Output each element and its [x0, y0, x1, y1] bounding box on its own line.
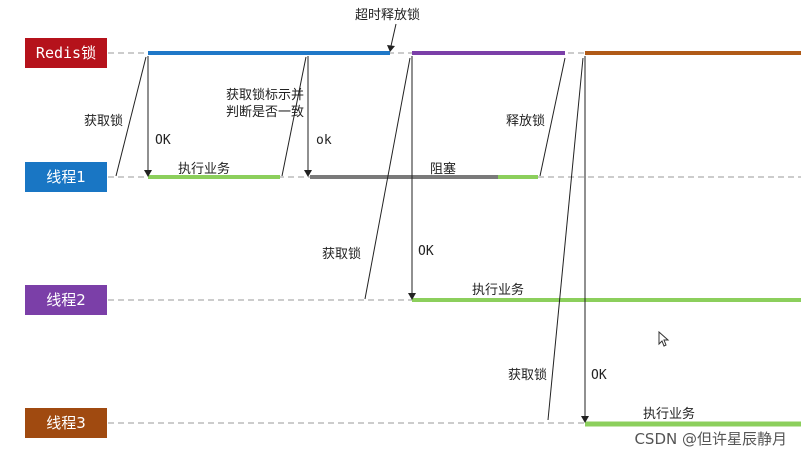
- thread2-execute-label: 执行业务: [472, 283, 525, 298]
- thread1-ok-lower-arrowhead: [304, 170, 312, 177]
- thread3-execute-label: 执行业务: [643, 407, 696, 422]
- thread2-ok-arrowhead: [408, 293, 416, 300]
- timeout-release-arrowhead: [387, 45, 395, 52]
- mouse-cursor-icon: [658, 331, 670, 347]
- thread3-ok-label: OK: [591, 368, 607, 383]
- thread3-acquire-label: 获取锁: [508, 368, 548, 383]
- thread2-acquire-arrow: [364, 57, 411, 300]
- timeout-release-arrow: [390, 23, 397, 47]
- thread1-acquire-label: 获取锁: [84, 114, 124, 129]
- thread2-tag: 线程2: [25, 285, 107, 315]
- thread1-ok-lower-label: ok: [316, 133, 332, 148]
- check-lock-id-label: 获取锁标示并判断是否一致: [226, 88, 305, 120]
- thread1-blocked-label: 阻塞: [430, 162, 457, 177]
- thread3-acquire-arrow: [547, 57, 584, 421]
- redis-lock-tag: Redis锁: [25, 38, 107, 68]
- timeout-release-label: 超时释放锁: [355, 8, 421, 23]
- thread1-acquire-arrow: [115, 56, 147, 177]
- thread1-execute-label: 执行业务: [178, 162, 231, 177]
- thread1-release-arrow: [539, 57, 566, 177]
- thread1-ok-arrowhead: [144, 170, 152, 177]
- csdn-watermark: CSDN @但许星辰静月: [634, 430, 787, 448]
- thread2-ok-label: OK: [418, 244, 434, 259]
- thread1-check-arrow: [281, 56, 307, 177]
- thread3-tag: 线程3: [25, 408, 107, 438]
- thread1-release-label: 释放锁: [506, 114, 546, 129]
- thread2-acquire-label: 获取锁: [322, 247, 362, 262]
- thread3-ok-arrowhead: [581, 416, 589, 423]
- thread1-ok-label: OK: [155, 133, 171, 148]
- thread1-tag: 线程1: [25, 162, 107, 192]
